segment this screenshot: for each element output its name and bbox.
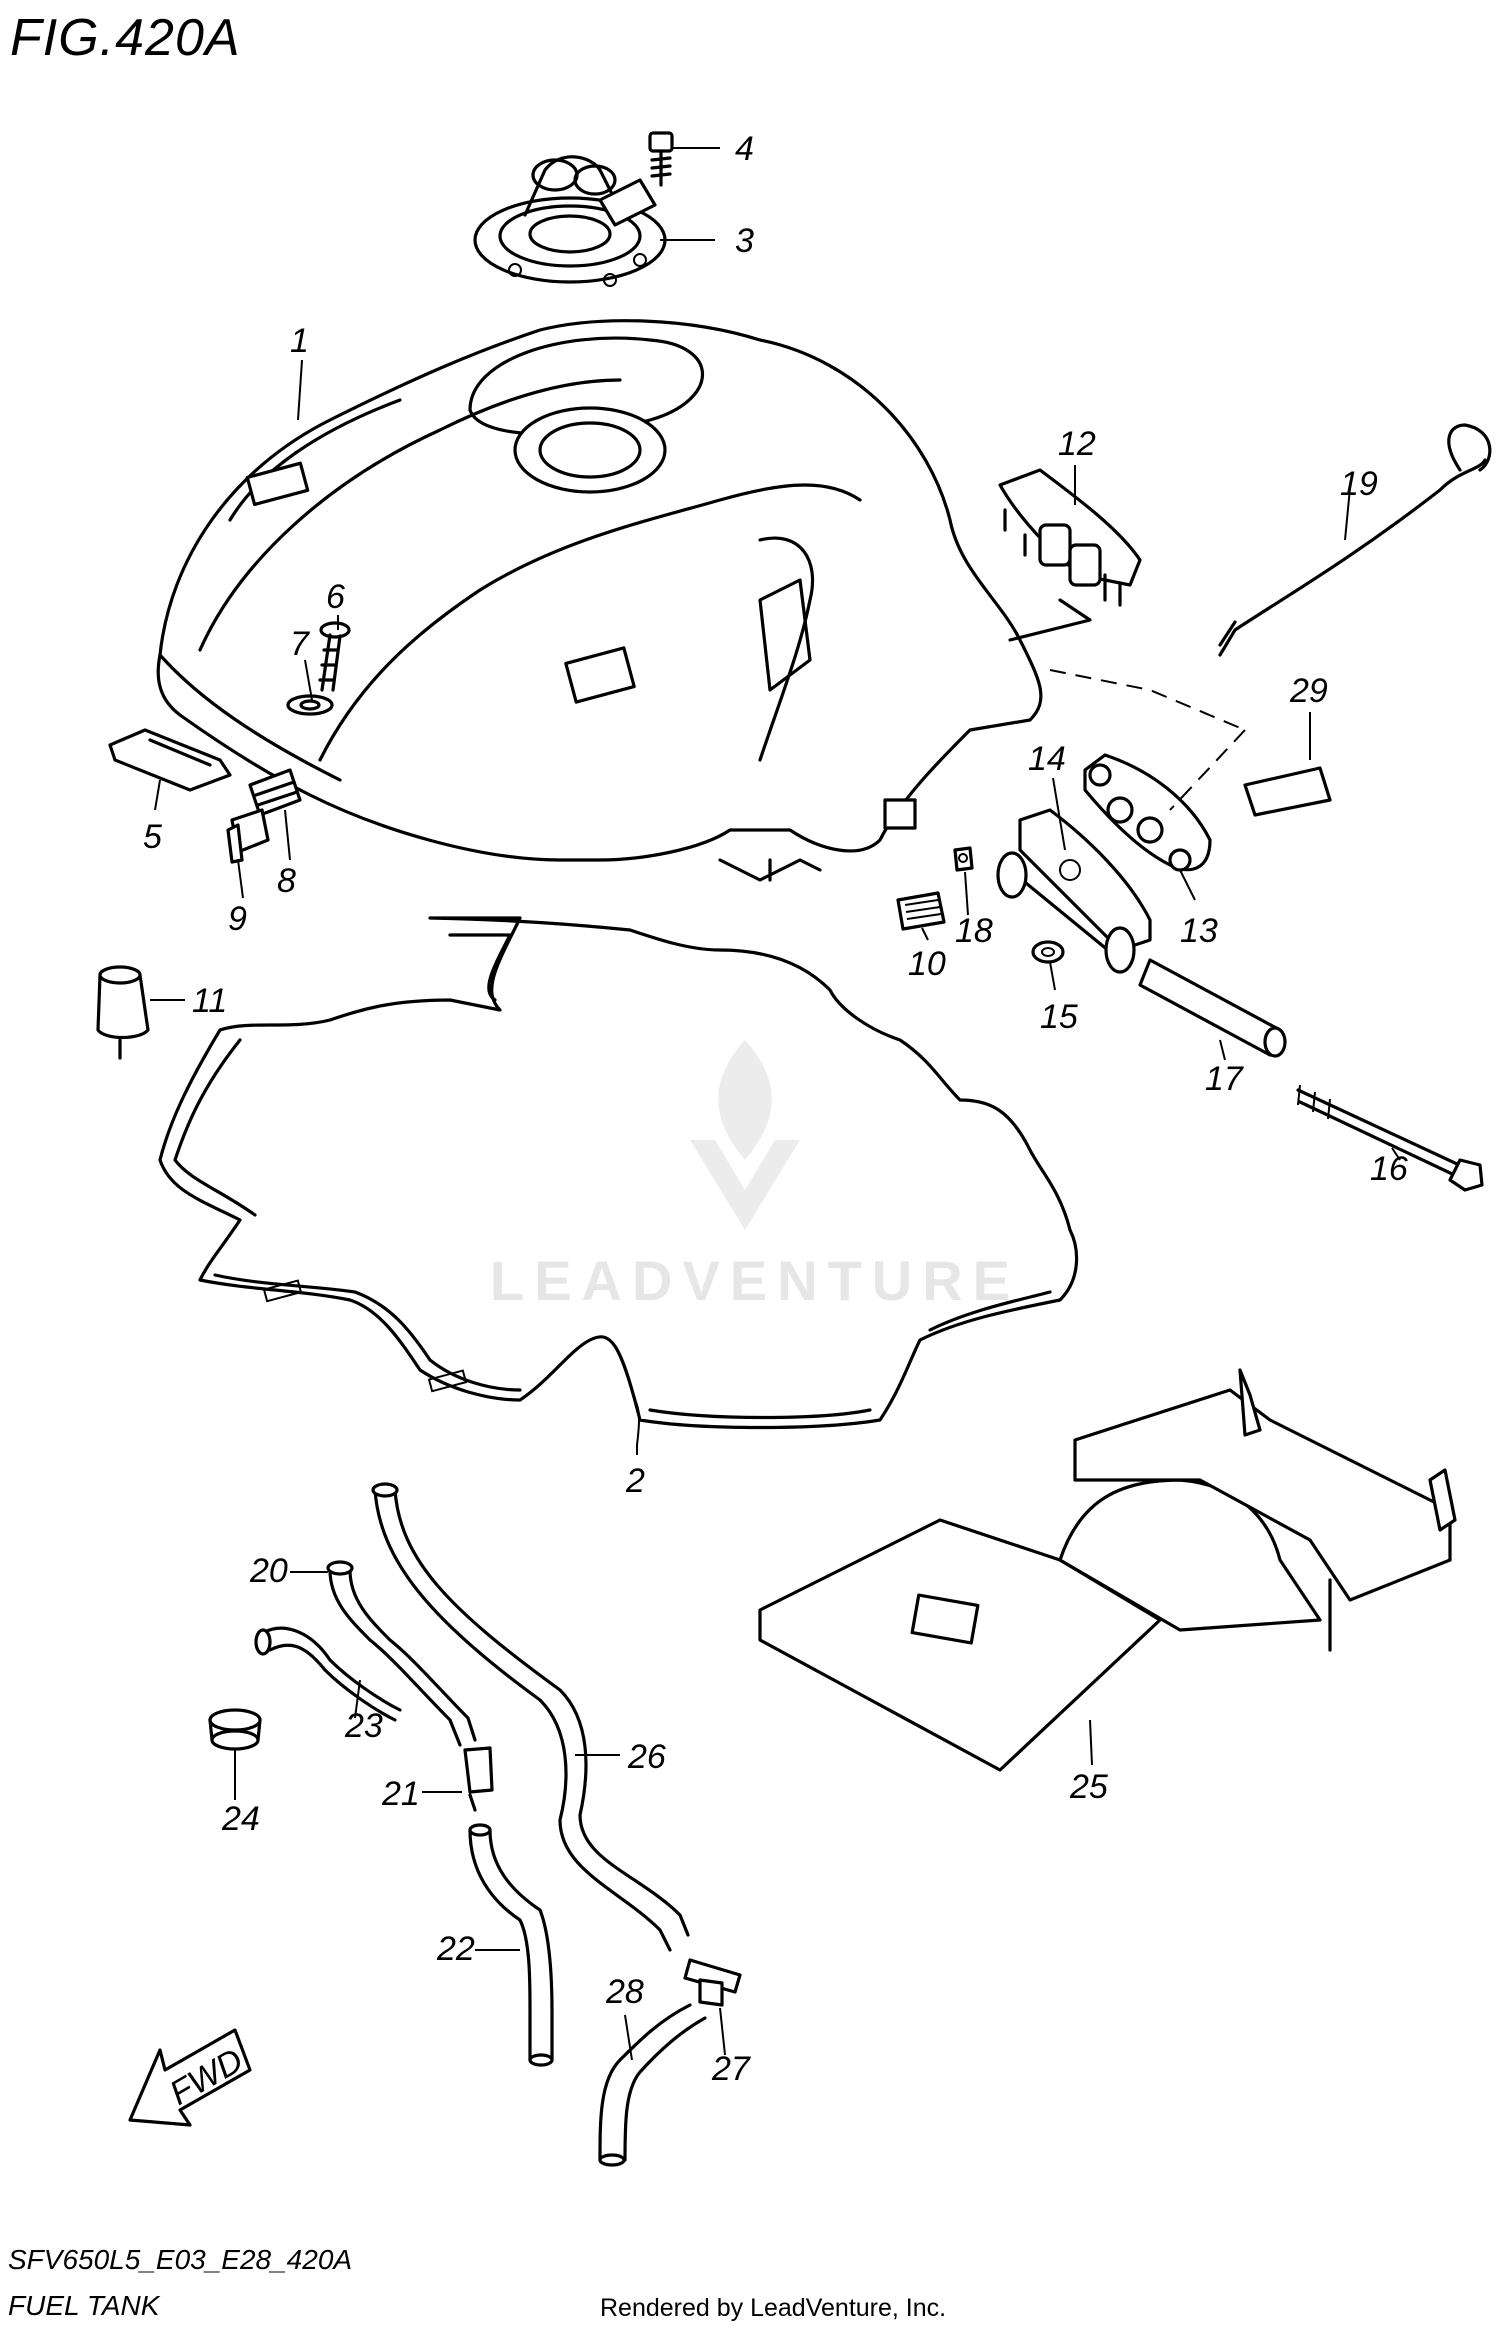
hose-part-28[interactable]: [598, 2003, 707, 2167]
callout-21: 21: [381, 1775, 420, 1813]
joint-part-21[interactable]: [463, 1746, 494, 1812]
callout-18: 18: [955, 912, 993, 950]
callout-20: 20: [249, 1552, 288, 1590]
cap-screw-part-4[interactable]: [648, 131, 674, 187]
callout-leaders: [150, 147, 1401, 2061]
hose-part-22[interactable]: [468, 1823, 554, 2067]
callout-8: 8: [277, 862, 296, 900]
callout-14: 14: [1028, 740, 1066, 778]
callout-19: 19: [1340, 465, 1378, 503]
render-credit: Rendered by LeadVenture, Inc.: [600, 2294, 947, 2322]
dashed-leader: [1169, 729, 1246, 811]
figure-title: FIG.420A: [10, 9, 241, 67]
cushion-part-8[interactable]: [248, 768, 302, 817]
clip-part-18[interactable]: [953, 846, 974, 872]
hinge-bracket-part-14[interactable]: [996, 808, 1152, 974]
long-bolt-part-16[interactable]: [1296, 1084, 1484, 1192]
callout-25: 25: [1069, 1768, 1108, 1806]
callout-1: 1: [290, 322, 309, 360]
washer-part-7[interactable]: [286, 694, 334, 716]
pad-part-29[interactable]: [1243, 766, 1332, 817]
callout-27: 27: [711, 2050, 751, 2088]
callout-16: 16: [1370, 1150, 1408, 1188]
callout-17: 17: [1205, 1060, 1244, 1098]
joint-part-27[interactable]: [683, 1958, 742, 2007]
callout-labels: 1 2 3 4 5 6 7 8 9 10 11 12 13 14 15 16 1…: [143, 130, 1408, 2088]
callout-13: 13: [1180, 912, 1218, 950]
callout-12: 12: [1058, 425, 1096, 463]
diagram-name: FUEL TANK: [8, 2290, 160, 2321]
prop-rod-part-19[interactable]: [1218, 423, 1492, 657]
diagram-code: SFV650L5_E03_E28_420A: [8, 2244, 353, 2275]
callout-28: 28: [605, 1973, 644, 2011]
hose-part-20[interactable]: [326, 1560, 477, 1747]
rubber-cap-part-11[interactable]: [96, 965, 150, 1060]
collar-part-9[interactable]: [226, 808, 270, 864]
fwd-arrow: FWD: [128, 2028, 252, 2127]
dashed-leader: [1049, 669, 1246, 731]
bracket-pad-part-5[interactable]: [108, 728, 232, 792]
callout-23: 23: [344, 1707, 383, 1745]
hose-part-26[interactable]: [371, 1482, 690, 1952]
ring-part-24[interactable]: [208, 1708, 262, 1751]
callout-3: 3: [735, 222, 754, 260]
callout-4: 4: [735, 130, 754, 168]
callout-29: 29: [1289, 672, 1328, 710]
nut-part-15[interactable]: [1031, 940, 1065, 964]
callout-11: 11: [192, 982, 227, 1020]
hose-part-23[interactable]: [254, 1626, 402, 1722]
callout-5: 5: [143, 818, 162, 856]
watermark-logo: [690, 1040, 800, 1230]
callout-6: 6: [326, 578, 345, 616]
callout-10: 10: [908, 945, 946, 983]
tank-gasket-part-2[interactable]: [158, 916, 1079, 1430]
hinge-plate-part-13[interactable]: [1083, 753, 1212, 872]
callout-9: 9: [228, 900, 247, 938]
callout-22: 22: [436, 1930, 475, 1968]
callout-7: 7: [290, 625, 310, 663]
heat-shield-part-25[interactable]: [758, 1368, 1457, 1772]
fuel-cap-part-3[interactable]: [473, 155, 667, 287]
callout-26: 26: [627, 1738, 666, 1776]
spacer-tube-part-17[interactable]: [1138, 958, 1287, 1058]
label-plate-part-10[interactable]: [896, 891, 946, 931]
bolt-part-6[interactable]: [318, 621, 351, 692]
front-bracket-part-12[interactable]: [998, 468, 1142, 642]
callout-24: 24: [221, 1800, 260, 1838]
fuel-tank-part-1[interactable]: [156, 319, 1043, 882]
callout-2: 2: [625, 1462, 645, 1500]
watermark: LEADVENTURE: [490, 1249, 1021, 1312]
callout-15: 15: [1040, 998, 1078, 1036]
